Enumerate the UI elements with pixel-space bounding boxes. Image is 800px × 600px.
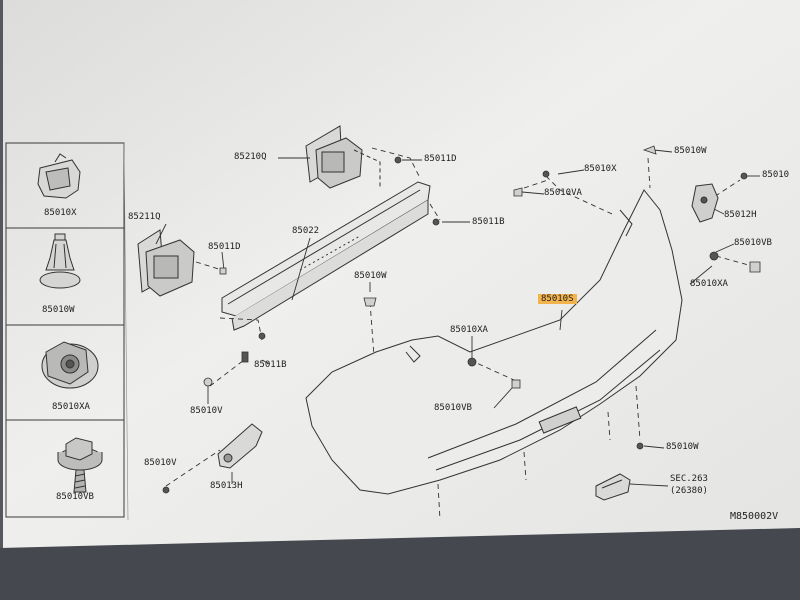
section-reference[interactable]: SEC.263: [670, 474, 708, 484]
reinforcement-beam: [221, 181, 431, 331]
hex-nut-clip-icon: [41, 341, 99, 389]
part-label-85010-edge[interactable]: 85010: [762, 170, 790, 180]
part-label-85010va[interactable]: 85010VA: [544, 188, 582, 198]
part-label-85011d-top[interactable]: 85011D: [424, 154, 457, 164]
rivet-clip-icon: [39, 233, 81, 289]
section-reference-sub: (26380): [670, 486, 708, 496]
part-label-85010w-mid[interactable]: 85010W: [354, 271, 387, 281]
bumper-fascia: [305, 189, 683, 495]
bumper-side-bracket-left: [217, 423, 263, 469]
sidebar-label-85010x[interactable]: 85010X: [44, 208, 77, 218]
diagram-code: M850002V: [730, 511, 779, 522]
sidebar-label-85010xa[interactable]: 85010XA: [52, 402, 90, 412]
part-label-85010vb-right[interactable]: 85010VB: [734, 238, 772, 248]
part-label-85010xa-mid[interactable]: 85010XA: [450, 325, 488, 335]
right-bracket: [305, 125, 381, 189]
fasteners: [162, 145, 761, 494]
highlighted-part-85010s[interactable]: 85010S: [538, 294, 577, 304]
dashed-leaders: [165, 147, 753, 521]
part-label-85010vb-mid[interactable]: 85010VB: [434, 403, 472, 413]
part-label-85211q[interactable]: 85211Q: [128, 212, 161, 222]
part-label-85210q[interactable]: 85210Q: [234, 152, 267, 162]
reflector-lamp: [595, 473, 631, 501]
push-clip-icon: [37, 153, 81, 199]
left-bracket: [137, 229, 195, 297]
part-label-85010x-top[interactable]: 85010X: [584, 164, 617, 174]
part-label-85012h[interactable]: 85012H: [724, 210, 757, 220]
sidebar-label-85010w[interactable]: 85010W: [42, 305, 75, 315]
sidebar-parts-panel: [5, 142, 129, 521]
part-label-85010w-bottom[interactable]: 85010W: [666, 442, 699, 452]
part-label-85010xa-right[interactable]: 85010XA: [690, 279, 728, 289]
part-label-85010v-b[interactable]: 85010V: [144, 458, 177, 468]
bolt-icon: [57, 437, 103, 493]
part-label-85011b-right[interactable]: 85011B: [472, 217, 505, 227]
part-label-85011b-left[interactable]: 85011B: [254, 360, 287, 370]
part-label-85022[interactable]: 85022: [292, 226, 320, 236]
bumper-side-bracket-right: [691, 183, 719, 223]
part-label-85010v-a[interactable]: 85010V: [190, 406, 223, 416]
part-label-85010w-top[interactable]: 85010W: [674, 146, 707, 156]
part-label-85011d-left[interactable]: 85011D: [208, 242, 241, 252]
sidebar-label-85010vb[interactable]: 85010VB: [56, 492, 94, 502]
diagram-background: [0, 0, 800, 548]
part-label-85010s[interactable]: 85010S: [538, 294, 577, 304]
part-label-85013h[interactable]: 85013H: [210, 481, 243, 491]
